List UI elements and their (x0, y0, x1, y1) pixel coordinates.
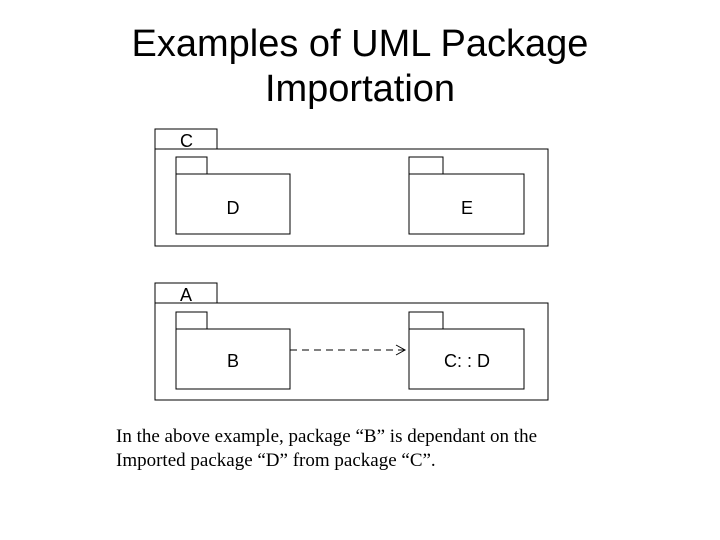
caption: In the above example, package “B” is dep… (116, 425, 676, 473)
package-c-d-body (408, 328, 525, 390)
package-a (154, 282, 549, 401)
package-d-label: D (227, 198, 240, 218)
package-c-body (154, 148, 549, 247)
package-b-body (175, 328, 291, 390)
title-line-1: Examples of UML Package (131, 23, 589, 65)
package-c-label: C (180, 131, 193, 151)
package-e-body (408, 173, 525, 235)
package-c (154, 128, 549, 247)
package-b-label: B (227, 351, 239, 371)
package-e-label: E (461, 198, 473, 218)
package-d-tab (175, 156, 208, 175)
title-line-2: Importation (264, 68, 456, 110)
package-d-body (175, 173, 291, 235)
caption-line-1: In the above example, package “B” is dep… (116, 426, 537, 447)
caption-line-2: Imported package “D” from package “C”. (116, 450, 436, 471)
package-b (175, 311, 291, 390)
package-e-tab (408, 156, 444, 175)
package-d (175, 156, 291, 235)
package-a-label: A (180, 285, 192, 305)
slide-title: Examples of UML Package Importation (60, 22, 660, 112)
package-c-d-tab (408, 311, 444, 330)
package-e (408, 156, 525, 235)
package-b-tab (175, 311, 208, 330)
package-c-d-label: C: : D (444, 351, 490, 371)
package-c-d (408, 311, 525, 390)
package-a-body (154, 302, 549, 401)
dependency-arrowhead (395, 344, 407, 356)
